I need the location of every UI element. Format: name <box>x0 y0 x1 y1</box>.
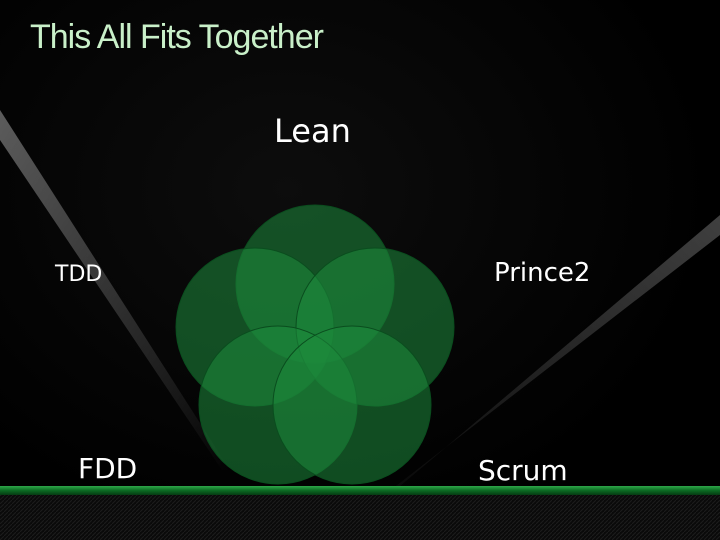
label-prince2: Prince2 <box>494 258 591 288</box>
left-light-streak <box>0 110 230 470</box>
venn-circle-scrum <box>272 325 432 485</box>
label-lean: Lean <box>274 112 351 150</box>
label-fdd: FDD <box>78 452 138 485</box>
label-scrum: Scrum <box>478 454 568 487</box>
label-tdd: TDD <box>55 262 103 287</box>
hatched-footer <box>0 495 720 540</box>
green-band <box>0 486 720 495</box>
slide-title: This All Fits Together <box>30 18 324 56</box>
